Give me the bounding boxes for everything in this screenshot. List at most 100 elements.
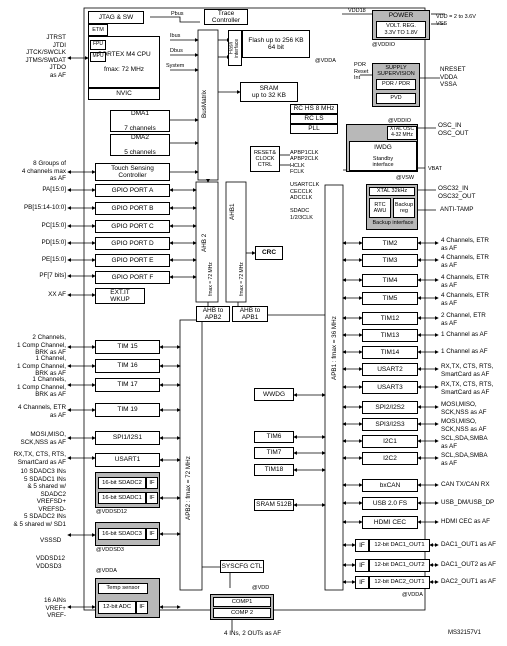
- tim15-io: 2 Channels, 1 Comp Channel, BRK as AF: [16, 334, 66, 357]
- sram-block: SRAM up to 32 KB: [240, 82, 298, 102]
- nvic-block: NVIC: [88, 88, 160, 100]
- xtal-osc-group: XTAL OSC 4-32 MHz IWDG Standby interface: [346, 124, 418, 172]
- spi2-i2s2-block: SPI2/I2S2: [362, 401, 418, 414]
- dbus-label: Dbus: [170, 48, 183, 54]
- xtal-32k-block: XTAL 32kHz: [369, 187, 415, 196]
- bus-matrix-label: BusMatrix: [201, 90, 208, 118]
- system-label: System: [166, 63, 185, 69]
- comp1-block: COMP1: [213, 597, 271, 607]
- tim19-block: TIM 19: [95, 403, 160, 417]
- vdd-comp-tag: @VDD: [252, 585, 270, 591]
- comp-group: COMP1 COMP 2: [210, 594, 274, 620]
- ahb-to-apb2-block: AHB to APB2: [196, 306, 230, 322]
- tim6-block: TIM6: [254, 431, 294, 443]
- flash-block: Flash up to 256 KB 64 bit: [242, 30, 310, 58]
- pll-block: PLL: [290, 124, 338, 134]
- por-pdr-block: POR / PDR: [376, 79, 416, 90]
- usart2-io: RX,TX, CTS, RTS, SmartCard as AF: [441, 363, 494, 378]
- tim12-io: 2 Channel, ETR as AF: [441, 312, 486, 327]
- gpio-port-d: GPIO PORT D: [95, 237, 170, 250]
- sdadc3-block: 16-bit SDADC3: [98, 528, 146, 540]
- vdd-range-label: VDD = 2 to 3.6V VSS: [436, 14, 476, 27]
- i2c1-block: I2C1: [362, 435, 418, 448]
- dma1-block: DMA1 7 channels: [110, 110, 170, 132]
- spi2-io: MOSI,MISO, SCK,NSS as AF: [441, 401, 487, 416]
- vddsd12-tag: @VDDSD12: [96, 509, 127, 515]
- syscfg-ctl-block: SYSCFG CTL: [220, 560, 264, 573]
- vddsd3-tag: @VDDSD3: [96, 547, 124, 553]
- sdadc1-block: 16-bit SDADC1: [98, 492, 146, 504]
- tim14-io: 1 Channel as AF: [441, 348, 488, 355]
- apb2-bar: [179, 319, 203, 591]
- ahb1-label: AHB1: [229, 203, 236, 220]
- spi3-i2s3-block: SPI3/I2S3: [362, 418, 418, 431]
- anti-tamp-label: ANTI-TAMP: [440, 206, 474, 213]
- can-io: CAN TX/CAN RX: [441, 481, 490, 488]
- usb-block: USB 2.0 FS: [362, 497, 418, 510]
- supply-supervision-block: SUPPLY SUPERVISION POR / PDR PVD: [372, 63, 420, 107]
- tim17-block: TIM 17: [95, 378, 160, 392]
- vddio-xtal-tag: @VDDIO: [388, 118, 412, 124]
- tim3-block: TIM3: [362, 254, 418, 267]
- rc-ls-block: RC LS: [290, 114, 338, 124]
- tim14-block: TIM14: [362, 346, 418, 359]
- sdadc3-if: IF: [146, 528, 158, 540]
- rc-hs-block: RC HS 8 MHz: [290, 104, 338, 114]
- vdda-top-tag: @VDDA: [315, 58, 336, 64]
- vddio-tag: @VDDIO: [372, 42, 396, 48]
- tim7-block: TIM7: [254, 447, 294, 459]
- iwdg-label: IWDG: [374, 144, 392, 151]
- adc-if: IF: [136, 601, 148, 614]
- tim5-io: 4 Channels, ETR as AF: [441, 292, 489, 307]
- figure-id: MS32157V1: [448, 630, 482, 636]
- power-title: POWER: [388, 12, 414, 19]
- tim2-io: 4 Channels, ETR as AF: [441, 237, 489, 252]
- rtc-awu-block: RTC AWU: [369, 198, 391, 218]
- nreset-label: NRESET VDDA VSSA: [440, 66, 466, 89]
- usart3-io: RX,TX, CTS, RTS, SmartCard as AF: [441, 381, 494, 396]
- usart3-block: USART3: [362, 381, 418, 394]
- sdadc-io: 10 SDADC3 INs 5 SDADC1 INs & 5 shared w/…: [20, 468, 67, 513]
- tim16-block: TIM 16: [95, 359, 160, 373]
- touch-groups-label: 8 Groups of 4 channels max as AF: [21, 160, 66, 183]
- dac2-out1-block: 12-bit DAC2_OUT1: [369, 576, 430, 589]
- sram512-block: SRAM 512B: [254, 499, 294, 511]
- i2c1-io: SCL,SDA,SMBA as AF: [441, 435, 488, 450]
- ahb2-label: AHB 2: [201, 233, 208, 252]
- dac2-out1-if: IF: [355, 576, 369, 589]
- pe-label: PE[15:0]: [41, 256, 66, 263]
- dac1-out2-block: 12-bit DAC1_OUT2: [369, 559, 430, 572]
- comp2-block: COMP 2: [213, 608, 271, 618]
- vsssd-label: VSSSD: [40, 537, 62, 544]
- vddsd-label: VDDSD12 VDDSD3: [36, 555, 66, 570]
- sdadc1-if: IF: [146, 492, 158, 504]
- i2c2-block: I2C2: [362, 452, 418, 465]
- sdadc2-io: 5 SDADC2 INs & 5 shared w/ SD1: [13, 513, 67, 528]
- tim4-io: 4 Channels, ETR as AF: [441, 274, 489, 289]
- standby-interface-label: Standby interface: [372, 156, 394, 169]
- dac2-out1-io: DAC2_OUT1 as AF: [441, 578, 496, 585]
- pc-label: PC[15:0]: [41, 222, 66, 229]
- ahb-to-apb1-block: AHB to APB1: [232, 306, 268, 322]
- tim13-io: 1 Channel as AF: [441, 331, 488, 338]
- reset-clock-ctrl-block: RESET& CLOCK CTRL: [250, 146, 280, 172]
- crc-block: CRC: [255, 246, 283, 260]
- tim4-block: TIM4: [362, 274, 418, 287]
- supply-supervision-title: SUPPLY SUPERVISION: [377, 65, 415, 78]
- pb-label: PB[15:14-10:0]: [23, 204, 66, 211]
- adc-group: Temp sensor 12-bit ADC IF: [95, 578, 160, 618]
- vdda-adc-tag: @VDDA: [96, 568, 117, 574]
- tim3-io: 4 Channels, ETR as AF: [441, 254, 489, 269]
- osc32-label: OSC32_IN OSC32_OUT: [438, 185, 476, 200]
- tim15-block: TIM 15: [95, 340, 160, 354]
- comp-io: 4 INs, 2 OUTs as AF: [224, 630, 282, 637]
- jtag-pins: JTRST JTDI JTCK/SWCLK JTMS/SWDAT JTDO as…: [25, 34, 66, 79]
- ahb1-bar: [225, 181, 247, 303]
- tim12-block: TIM12: [362, 312, 418, 325]
- tim19-io: 4 Channels, ETR as AF: [18, 404, 66, 419]
- pa-label: PA[15:0]: [42, 186, 66, 193]
- dac1-out1-if: IF: [355, 539, 369, 552]
- apb1-label: APB1 : fmax = 36 MHz: [331, 316, 338, 380]
- etm-block: ETM: [88, 24, 108, 36]
